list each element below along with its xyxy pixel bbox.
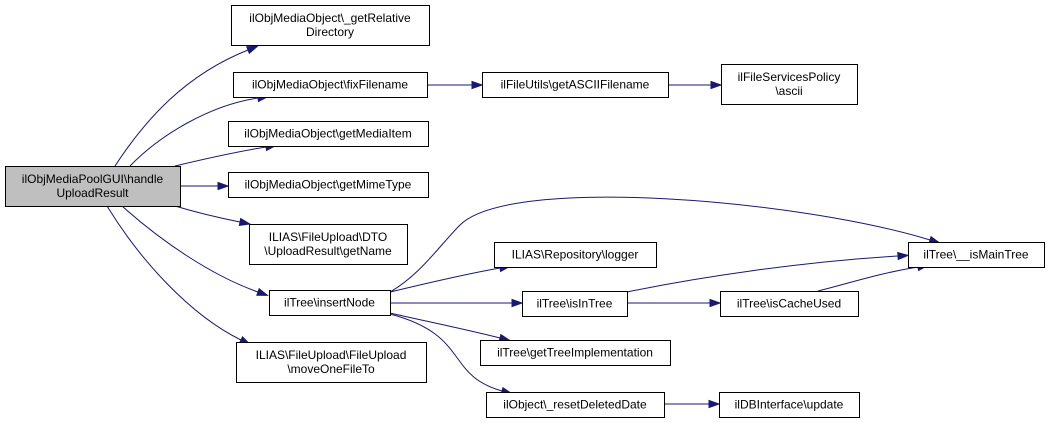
node-label: ilFileServicesPolicy (738, 70, 841, 84)
node-box (269, 290, 391, 316)
node-label: Directory (306, 25, 354, 39)
node-getName[interactable]: ILIAS\FileUpload\DTO\UploadResult\getNam… (249, 224, 408, 265)
node-moveOneFileTo[interactable]: ILIAS\FileUpload\FileUpload\moveOneFileT… (236, 342, 427, 383)
node-resetDeletedDate[interactable]: ilObject\_resetDeletedDate (486, 392, 665, 418)
node-box (486, 392, 665, 418)
edge-insertNode-to-isInTree (390, 298, 524, 308)
node-ascii[interactable]: ilFileServicesPolicy\ascii (721, 64, 858, 105)
arrow-head-icon (238, 217, 252, 227)
nodes-layer: ilObjMediaPoolGUI\handleUploadResultilOb… (5, 5, 1045, 418)
arrow-head-icon (511, 298, 524, 308)
edge-isInTree-to-isMainTree (626, 251, 910, 293)
node-isCacheUsed[interactable]: ilTree\isCacheUsed (720, 291, 859, 317)
edge-root-to-getName (174, 205, 252, 227)
edge-root-to-moveOneFileTo (106, 205, 252, 346)
arrow-head-icon (217, 181, 230, 191)
node-insertNode[interactable]: ilTree\insertNode (269, 290, 391, 316)
node-box (233, 72, 428, 98)
node-label: ilObjMediaObject\getMediaItem (244, 127, 411, 141)
edge-line (389, 313, 503, 392)
arrow-head-icon (710, 80, 723, 90)
node-label: ilObjMediaObject\getMimeType (245, 178, 412, 192)
node-label: ilObjMediaObject\fixFilename (252, 78, 408, 92)
node-label: ilObjMediaObject\_getRelative (249, 11, 411, 25)
node-label: ilTree\__isMainTree (923, 248, 1028, 262)
node-logger[interactable]: ILIAS\Repository\logger (494, 242, 657, 268)
edge-line (174, 146, 267, 167)
edge-root-to-getMimeType (180, 181, 230, 191)
edge-line (389, 267, 501, 293)
node-label: ilObject\_resetDeletedDate (503, 398, 647, 412)
edge-line (389, 196, 931, 293)
edge-line (114, 49, 249, 167)
arrow-head-icon (471, 80, 484, 90)
node-box (249, 224, 408, 265)
node-label: ilTree\insertNode (284, 296, 375, 310)
node-isMainTree[interactable]: ilTree\__isMainTree (908, 242, 1045, 268)
node-getASCIIFilename[interactable]: ilFileUtils\getASCIIFilename (482, 72, 669, 98)
edge-line (626, 255, 899, 293)
edge-line (389, 312, 501, 339)
arrow-head-icon (256, 287, 269, 296)
arrow-head-icon (708, 399, 721, 409)
node-getTreeImplementation[interactable]: ilTree\getTreeImplementation (480, 340, 671, 366)
node-box (721, 64, 858, 105)
edge-line (174, 205, 241, 223)
edge-insertNode-to-getTreeImplementation (389, 312, 512, 342)
node-label: ilObjMediaPoolGUI\handle (22, 172, 164, 186)
node-label: ilTree\isInTree (537, 297, 613, 311)
node-label: ILIAS\FileUpload\FileUpload (256, 348, 407, 362)
edge-insertNode-to-logger (389, 263, 512, 293)
edge-root-to-insertNode (121, 205, 269, 296)
arrow-head-icon (709, 298, 722, 308)
node-box (494, 242, 657, 268)
node-label: ilTree\getTreeImplementation (497, 346, 653, 360)
arrow-head-icon (245, 45, 259, 55)
node-label: ILIAS\FileUpload\DTO (269, 230, 388, 244)
node-box (228, 172, 429, 198)
node-box (482, 72, 669, 98)
edge-line (817, 266, 919, 292)
node-box (720, 291, 859, 317)
node-box (5, 166, 181, 207)
edge-isInTree-to-isCacheUsed (627, 298, 722, 308)
node-label: ilTree\isCacheUsed (737, 297, 841, 311)
node-label: \moveOneFileTo (287, 362, 375, 376)
edge-resetDeletedDate-to-update (664, 399, 721, 409)
node-box (480, 340, 671, 366)
edge-getASCIIFilename-to-ascii (668, 80, 723, 90)
node-label: UploadResult (56, 186, 129, 200)
node-box (228, 121, 429, 147)
edge-insertNode-to-isMainTree (389, 196, 942, 293)
node-label: ilDBInterface\update (735, 398, 844, 412)
node-label: \ascii (775, 84, 802, 98)
node-label: ilFileUtils\getASCIIFilename (501, 78, 650, 92)
node-box (236, 342, 427, 383)
node-label: ILIAS\Repository\logger (512, 248, 639, 262)
node-getMediaItem[interactable]: ilObjMediaObject\getMediaItem (228, 121, 429, 147)
node-label: \UploadResult\getName (264, 244, 392, 258)
node-box (908, 242, 1045, 268)
arrow-head-icon (897, 251, 910, 261)
edge-line (129, 97, 259, 167)
node-update[interactable]: ilDBInterface\update (719, 392, 860, 418)
edge-root-to-getRelativeDirectory (114, 45, 259, 167)
edge-line (121, 205, 259, 293)
edge-fixFilename-to-getASCIIFilename (427, 80, 484, 90)
node-isInTree[interactable]: ilTree\isInTree (522, 291, 628, 317)
node-box (231, 5, 430, 46)
node-box (522, 291, 628, 317)
node-box (719, 392, 860, 418)
node-fixFilename[interactable]: ilObjMediaObject\fixFilename (233, 72, 428, 98)
edge-line (106, 205, 242, 341)
node-getMimeType[interactable]: ilObjMediaObject\getMimeType (228, 172, 429, 198)
